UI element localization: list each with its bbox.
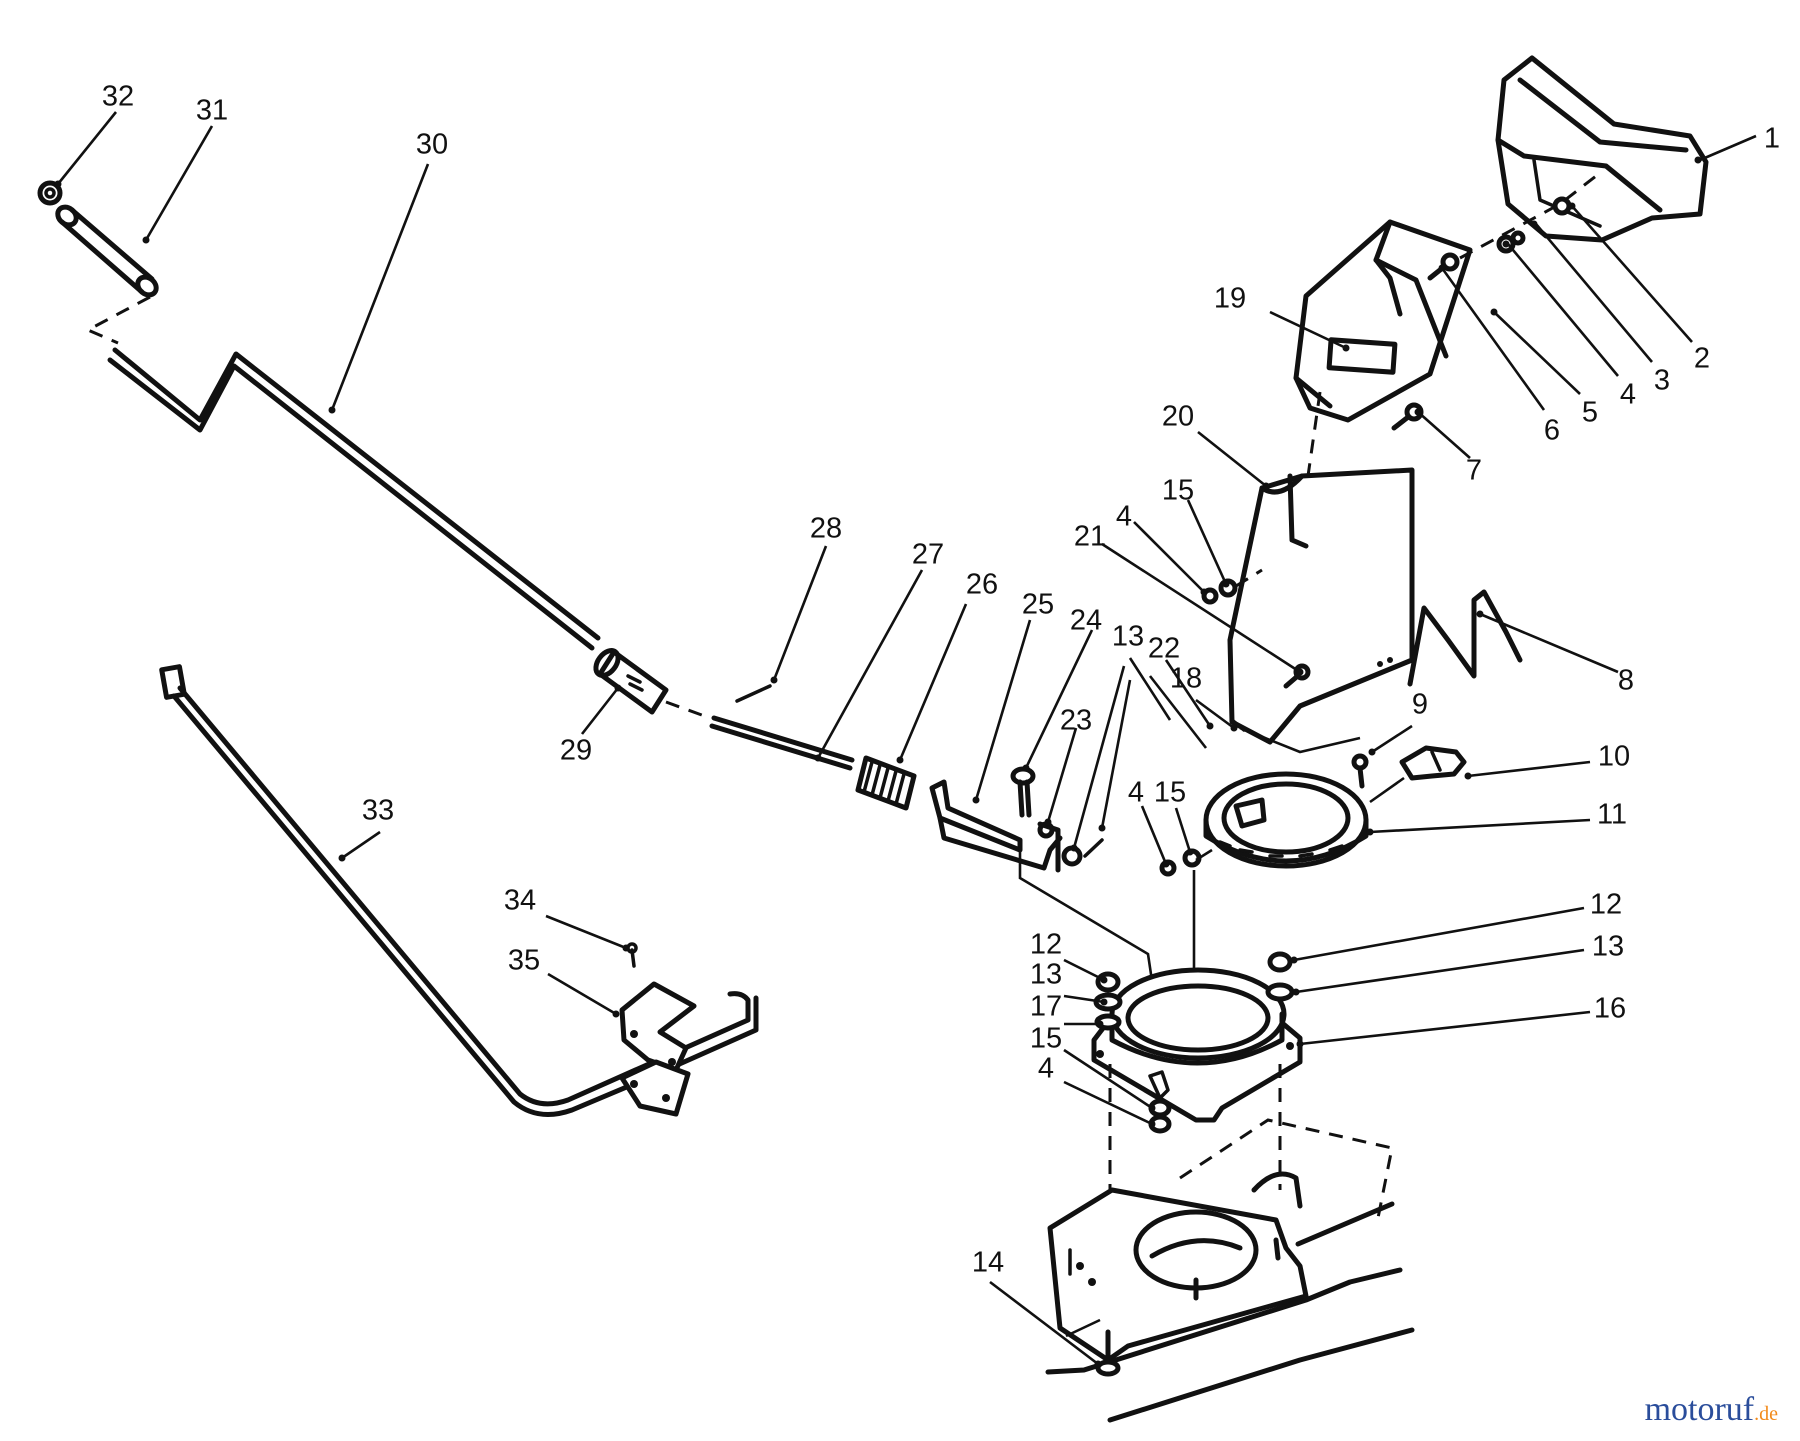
assembly-line-nuts-upper	[1235, 568, 1263, 588]
callout-29: 29	[560, 735, 592, 767]
callout-27: 27	[912, 539, 944, 571]
studs	[1193, 1237, 1281, 1301]
leader-lines	[54, 111, 1757, 1368]
bolt-14	[1095, 1329, 1121, 1377]
callout-10: 10	[1598, 741, 1630, 773]
cotter-pin-22	[1083, 838, 1104, 858]
callout-15-bottom: 15	[1030, 1023, 1062, 1055]
chute-base-16	[1091, 967, 1303, 1123]
coupler-29	[593, 648, 669, 715]
callout-32: 32	[102, 81, 134, 113]
handle-grip-31	[55, 204, 159, 298]
callout-3: 3	[1654, 365, 1670, 397]
assembly-line-shaft	[665, 700, 711, 720]
assembly-line-keeper	[1369, 776, 1405, 804]
callout-31: 31	[196, 95, 228, 127]
assembly-line-grip	[84, 295, 151, 345]
callout-34: 34	[504, 885, 536, 917]
callout-1: 1	[1764, 123, 1780, 155]
callout-2: 2	[1694, 343, 1710, 375]
blower-housing	[1045, 1118, 1415, 1423]
callout-19: 19	[1214, 283, 1246, 315]
chute-upper-19	[1293, 219, 1473, 423]
pin-28	[735, 684, 772, 703]
callout-11: 11	[1597, 799, 1627, 831]
callout-7: 7	[1466, 455, 1482, 487]
callout-5: 5	[1582, 397, 1598, 429]
callout-4-upper: 4	[1116, 501, 1132, 533]
callout-12-left: 12	[1030, 929, 1062, 961]
callout-30: 30	[416, 129, 448, 161]
callout-13-top: 13	[1112, 621, 1144, 653]
watermark-brand: motoruf	[1645, 1391, 1755, 1428]
callout-17: 17	[1030, 991, 1062, 1023]
bolt-7	[1391, 402, 1424, 431]
callout-33: 33	[362, 795, 394, 827]
bolt-24	[1010, 766, 1036, 818]
fasteners-right-12-13	[1265, 951, 1295, 1002]
spring-26	[855, 755, 917, 811]
nut-32	[37, 180, 63, 206]
callout-9: 9	[1412, 689, 1428, 721]
bracket-35	[619, 981, 697, 1073]
callout-23: 23	[1060, 705, 1092, 737]
shaft-27	[709, 715, 855, 771]
callout-18: 18	[1170, 663, 1202, 695]
callout-35: 35	[508, 945, 540, 977]
assembly-line-nuts-mid	[1195, 848, 1213, 862]
callout-21: 21	[1074, 521, 1106, 553]
callout-13-right: 13	[1592, 931, 1624, 963]
callout-4: 4	[1620, 379, 1636, 411]
callout-labels: 1 2 3 4 5 6 7 8 9 10 11 12 13 16 12 13 1…	[102, 81, 1780, 1279]
assembly-line-deflector	[1459, 174, 1597, 260]
callout-6: 6	[1544, 415, 1560, 447]
callout-15-upper: 15	[1162, 475, 1194, 507]
deflector-1	[1495, 55, 1709, 243]
crank-rod-30	[107, 347, 601, 651]
pivot-block	[619, 1059, 691, 1117]
watermark: motoruf.de	[1645, 1391, 1779, 1428]
callout-25: 25	[1022, 589, 1054, 621]
callout-8: 8	[1618, 665, 1634, 697]
washer-nut-4-15-left	[1201, 578, 1238, 605]
spring-8	[1407, 589, 1523, 687]
callout-20: 20	[1162, 401, 1194, 433]
assembly-line-spring	[1239, 726, 1361, 754]
callout-24: 24	[1070, 605, 1102, 637]
watermark-suffix: .de	[1754, 1403, 1778, 1425]
callout-22: 22	[1148, 633, 1180, 665]
keeper-10	[1399, 745, 1467, 781]
callout-28: 28	[810, 513, 842, 545]
bearing-ring-11	[1203, 771, 1369, 869]
callout-4-mid: 4	[1128, 777, 1144, 809]
callout-13-left: 13	[1030, 959, 1062, 991]
callout-14: 14	[972, 1247, 1004, 1279]
callout-4-bottom: 4	[1038, 1053, 1054, 1085]
callout-16: 16	[1594, 993, 1626, 1025]
callout-15-mid: 15	[1154, 777, 1186, 809]
bolt-9	[1351, 753, 1369, 789]
chute-lower-20	[1227, 467, 1415, 745]
callout-26: 26	[966, 569, 998, 601]
washer-23	[1037, 821, 1055, 839]
callout-12-right: 12	[1590, 889, 1622, 921]
